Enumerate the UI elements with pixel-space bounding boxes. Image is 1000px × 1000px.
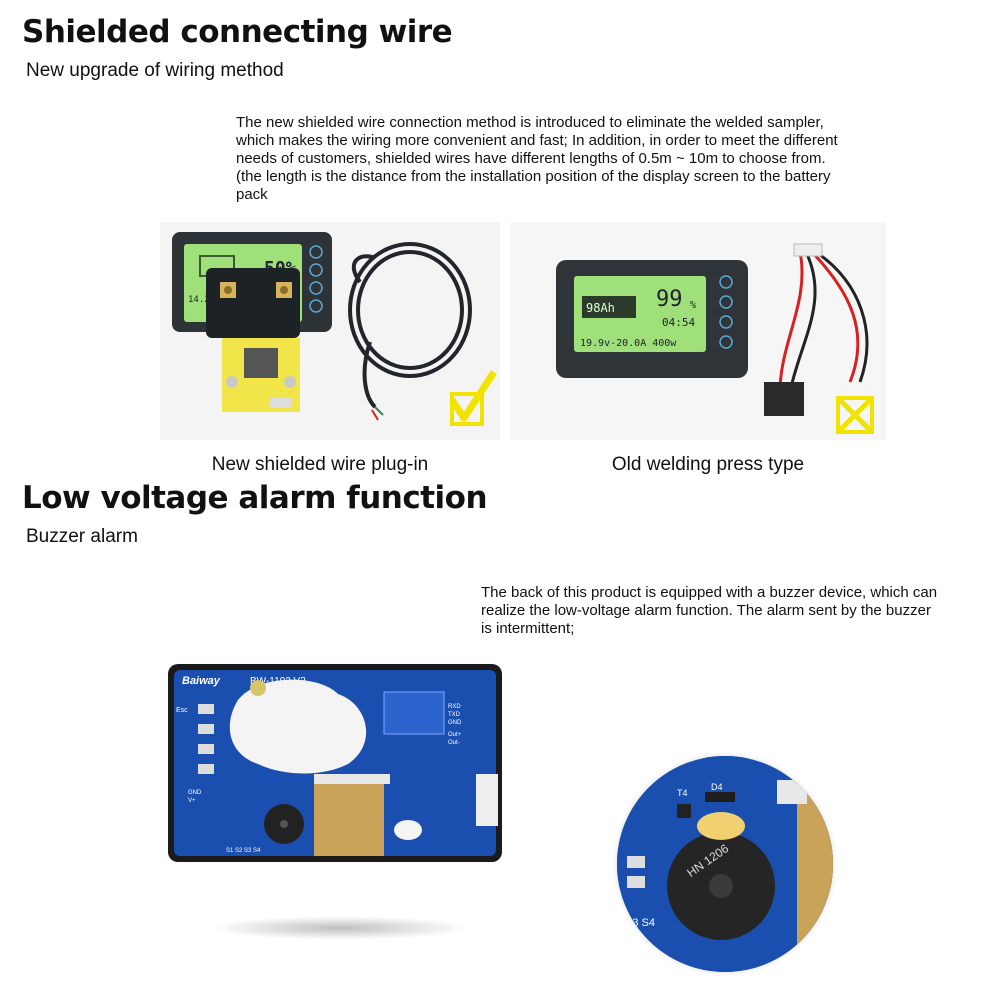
- right-caption: Old welding press type: [611, 454, 805, 475]
- old-welding-image: 98Ah 99 % 04:54 19.9v-20.0A 400w: [510, 222, 886, 440]
- pcb-label-switches: S1 S2 S3 S4: [226, 848, 261, 854]
- pcb-label-esc: Esc: [176, 707, 188, 714]
- para2-line: The back of this product is equipped wit…: [481, 584, 938, 601]
- para1-line: pack: [236, 186, 268, 203]
- para1-line: which makes the wiring more convenient a…: [236, 132, 838, 149]
- right-lcd-ah: 98Ah: [586, 301, 615, 315]
- new-shielded-wire-image: 50 50% 14.2: [160, 222, 500, 440]
- right-lcd-percent: 99: [656, 287, 683, 312]
- pcb-shadow: [208, 916, 470, 940]
- pcb-label-outp: Out+: [448, 732, 462, 738]
- pcb-label-gnd2: GND: [188, 790, 202, 796]
- pcb-back-image: Baiway BW-1103 V2 Esc RXD TXD GND Out+ O…: [168, 664, 502, 864]
- pcb-label-outn: Out-: [448, 740, 460, 746]
- section1-paragraph: The new shielded wire connection method …: [236, 114, 838, 204]
- section2-title: Low voltage alarm function: [22, 480, 488, 516]
- pcb-brand: Baiway: [182, 675, 221, 687]
- zoom-label-s3s4: S3 S4: [625, 917, 655, 929]
- section2-subtitle: Buzzer alarm: [26, 526, 138, 547]
- pcb-label-gnd: GND: [448, 720, 462, 726]
- right-lcd-time: 04:54: [662, 316, 695, 329]
- right-lcd-percent-sign: %: [690, 300, 696, 311]
- para1-line: The new shielded wire connection method …: [236, 114, 824, 131]
- left-caption: New shielded wire plug-in: [211, 454, 429, 475]
- para1-line: (the length is the distance from the ins…: [236, 168, 831, 185]
- zoom-label-d4: D4: [711, 782, 723, 792]
- left-lcd-volt: 14.2: [188, 295, 210, 305]
- pcb-label-rxd: RXD: [448, 704, 461, 710]
- section1-subtitle: New upgrade of wiring method: [26, 60, 284, 81]
- section2-paragraph: The back of this product is equipped wit…: [481, 584, 937, 638]
- buzzer-zoom-circle: T4 D4 HN 1206 S3 S4: [617, 756, 833, 972]
- pcb-label-vplus: V+: [188, 798, 196, 804]
- para2-line: is intermittent;: [481, 620, 575, 637]
- para1-line: needs of customers, shielded wires have …: [236, 150, 826, 167]
- pcb-label-txd: TXD: [448, 712, 461, 718]
- right-lcd-readout: 19.9v-20.0A 400w: [580, 338, 677, 349]
- para2-line: realize the low-voltage alarm function. …: [481, 602, 931, 619]
- zoom-label-t4: T4: [677, 788, 688, 798]
- section1-title: Shielded connecting wire: [22, 14, 453, 50]
